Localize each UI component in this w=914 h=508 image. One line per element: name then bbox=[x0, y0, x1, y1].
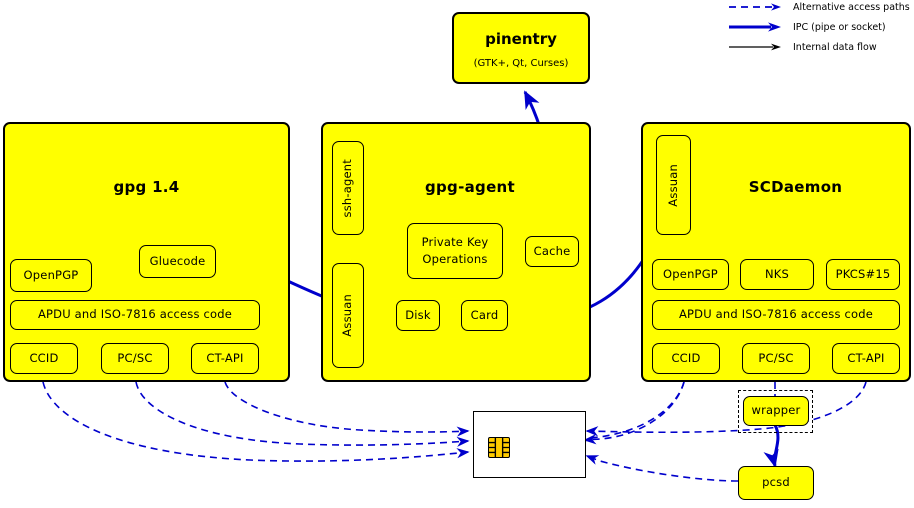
scdaemon-driver-pcsc-label: PC/SC bbox=[758, 350, 794, 365]
agent-cache-label: Cache bbox=[533, 243, 571, 258]
legend-item-ipc: IPC (pipe or socket) bbox=[727, 20, 886, 34]
gpg-gluecode-label: Gluecode bbox=[149, 253, 206, 268]
scdaemon-driver-ccid[interactable]: CCID bbox=[652, 343, 720, 374]
scdaemon-driver-ctapi-label: CT-API bbox=[847, 350, 885, 365]
legend-swatch-internal bbox=[729, 43, 781, 51]
legend-item-internal-flow: Internal data flow bbox=[727, 40, 877, 54]
legend-label-internal-flow: Internal data flow bbox=[793, 41, 877, 53]
scdaemon-wrapper-label: wrapper bbox=[751, 403, 801, 418]
scdaemon-app-openpgp-label: OpenPGP bbox=[663, 266, 718, 281]
gpg-openpgp-node[interactable]: OpenPGP bbox=[10, 259, 92, 292]
legend-swatch-ipc bbox=[729, 22, 781, 32]
scdaemon-app-nks[interactable]: NKS bbox=[740, 259, 814, 290]
pinentry-title: pinentry bbox=[485, 30, 557, 48]
scdaemon-app-nks-label: NKS bbox=[764, 266, 790, 281]
legend-label-alt-paths: Alternative access paths bbox=[793, 1, 910, 13]
wrapper-dashed-region bbox=[738, 390, 813, 433]
alt-scd-ccid-to-card-2 bbox=[583, 381, 685, 445]
gpg-title: gpg 1.4 bbox=[113, 178, 180, 196]
agent-pko-label-line1: Private Key bbox=[421, 234, 489, 249]
pinentry-subtitle: (GTK+, Qt, Curses) bbox=[473, 58, 569, 69]
gpg-driver-pcsc-label: PC/SC bbox=[117, 350, 153, 365]
alt-gpg-ctapi-to-card bbox=[224, 381, 470, 437]
legend-item-alt-paths: Alternative access paths bbox=[727, 0, 910, 14]
agent-private-key-operations-node[interactable]: Private Key Operations bbox=[407, 223, 503, 279]
gpg-apdu-node[interactable]: APDU and ISO-7816 access code bbox=[10, 300, 260, 330]
scdaemon-driver-ctapi[interactable]: CT-API bbox=[832, 343, 900, 374]
legend-label-ipc: IPC (pipe or socket) bbox=[793, 21, 886, 33]
scdaemon-driver-ccid-label: CCID bbox=[671, 350, 701, 365]
agent-assuan-label: Assuan bbox=[340, 294, 355, 337]
gpg-driver-ccid[interactable]: CCID bbox=[10, 343, 78, 374]
pcsd-node[interactable]: pcsd bbox=[738, 466, 814, 500]
scdaemon-app-pkcs15[interactable]: PKCS#15 bbox=[826, 259, 900, 290]
scdaemon-wrapper-node[interactable]: wrapper bbox=[743, 396, 809, 426]
agent-assuan-node[interactable]: Assuan bbox=[332, 263, 364, 368]
agent-cache-node[interactable]: Cache bbox=[525, 236, 579, 267]
scdaemon-apdu-label: APDU and ISO-7816 access code bbox=[678, 307, 874, 322]
agent-pko-label-line2: Operations bbox=[422, 252, 488, 266]
scdaemon-app-pkcs15-label: PKCS#15 bbox=[835, 266, 891, 281]
chip-contacts-icon bbox=[489, 438, 509, 457]
alt-gpg-pcsc-to-card bbox=[135, 381, 470, 447]
gpg-openpgp-label: OpenPGP bbox=[23, 267, 79, 282]
scdaemon-apdu-node[interactable]: APDU and ISO-7816 access code bbox=[652, 300, 900, 330]
legend-swatch-dashed bbox=[729, 3, 781, 11]
agent-ssh-agent-label: ssh-agent bbox=[340, 158, 355, 218]
gpg-agent-title: gpg-agent bbox=[424, 178, 516, 196]
agent-disk-node[interactable]: Disk bbox=[396, 300, 440, 331]
gpg-driver-ctapi-label: CT-API bbox=[206, 350, 244, 365]
smartcard[interactable] bbox=[473, 411, 586, 478]
agent-card-node[interactable]: Card bbox=[461, 300, 508, 331]
pcsd-label: pcsd bbox=[762, 475, 790, 490]
agent-card-label: Card bbox=[470, 307, 499, 322]
pinentry-box[interactable]: pinentry (GTK+, Qt, Curses) bbox=[452, 12, 590, 84]
gpg-driver-ccid-label: CCID bbox=[29, 350, 59, 365]
scdaemon-app-openpgp[interactable]: OpenPGP bbox=[652, 259, 729, 290]
agent-disk-label: Disk bbox=[405, 307, 431, 322]
alt-gpg-ccid-to-card bbox=[42, 381, 470, 462]
agent-ssh-agent-node[interactable]: ssh-agent bbox=[332, 141, 364, 235]
scdaemon-assuan-node[interactable]: Assuan bbox=[656, 135, 691, 235]
smartcard-chip-icon bbox=[488, 437, 510, 458]
scdaemon-assuan-label: Assuan bbox=[665, 163, 680, 207]
gpg-apdu-label: APDU and ISO-7816 access code bbox=[37, 307, 233, 322]
gpg-driver-pcsc[interactable]: PC/SC bbox=[101, 343, 169, 374]
scdaemon-title: SCDaemon bbox=[748, 178, 843, 196]
alt-scd-ctapi-to-card bbox=[585, 381, 867, 437]
gpg-driver-ctapi[interactable]: CT-API bbox=[191, 343, 259, 374]
alt-pcsd-to-card bbox=[585, 455, 739, 482]
scdaemon-driver-pcsc[interactable]: PC/SC bbox=[742, 343, 810, 374]
gpg-gluecode-node[interactable]: Gluecode bbox=[139, 245, 216, 278]
